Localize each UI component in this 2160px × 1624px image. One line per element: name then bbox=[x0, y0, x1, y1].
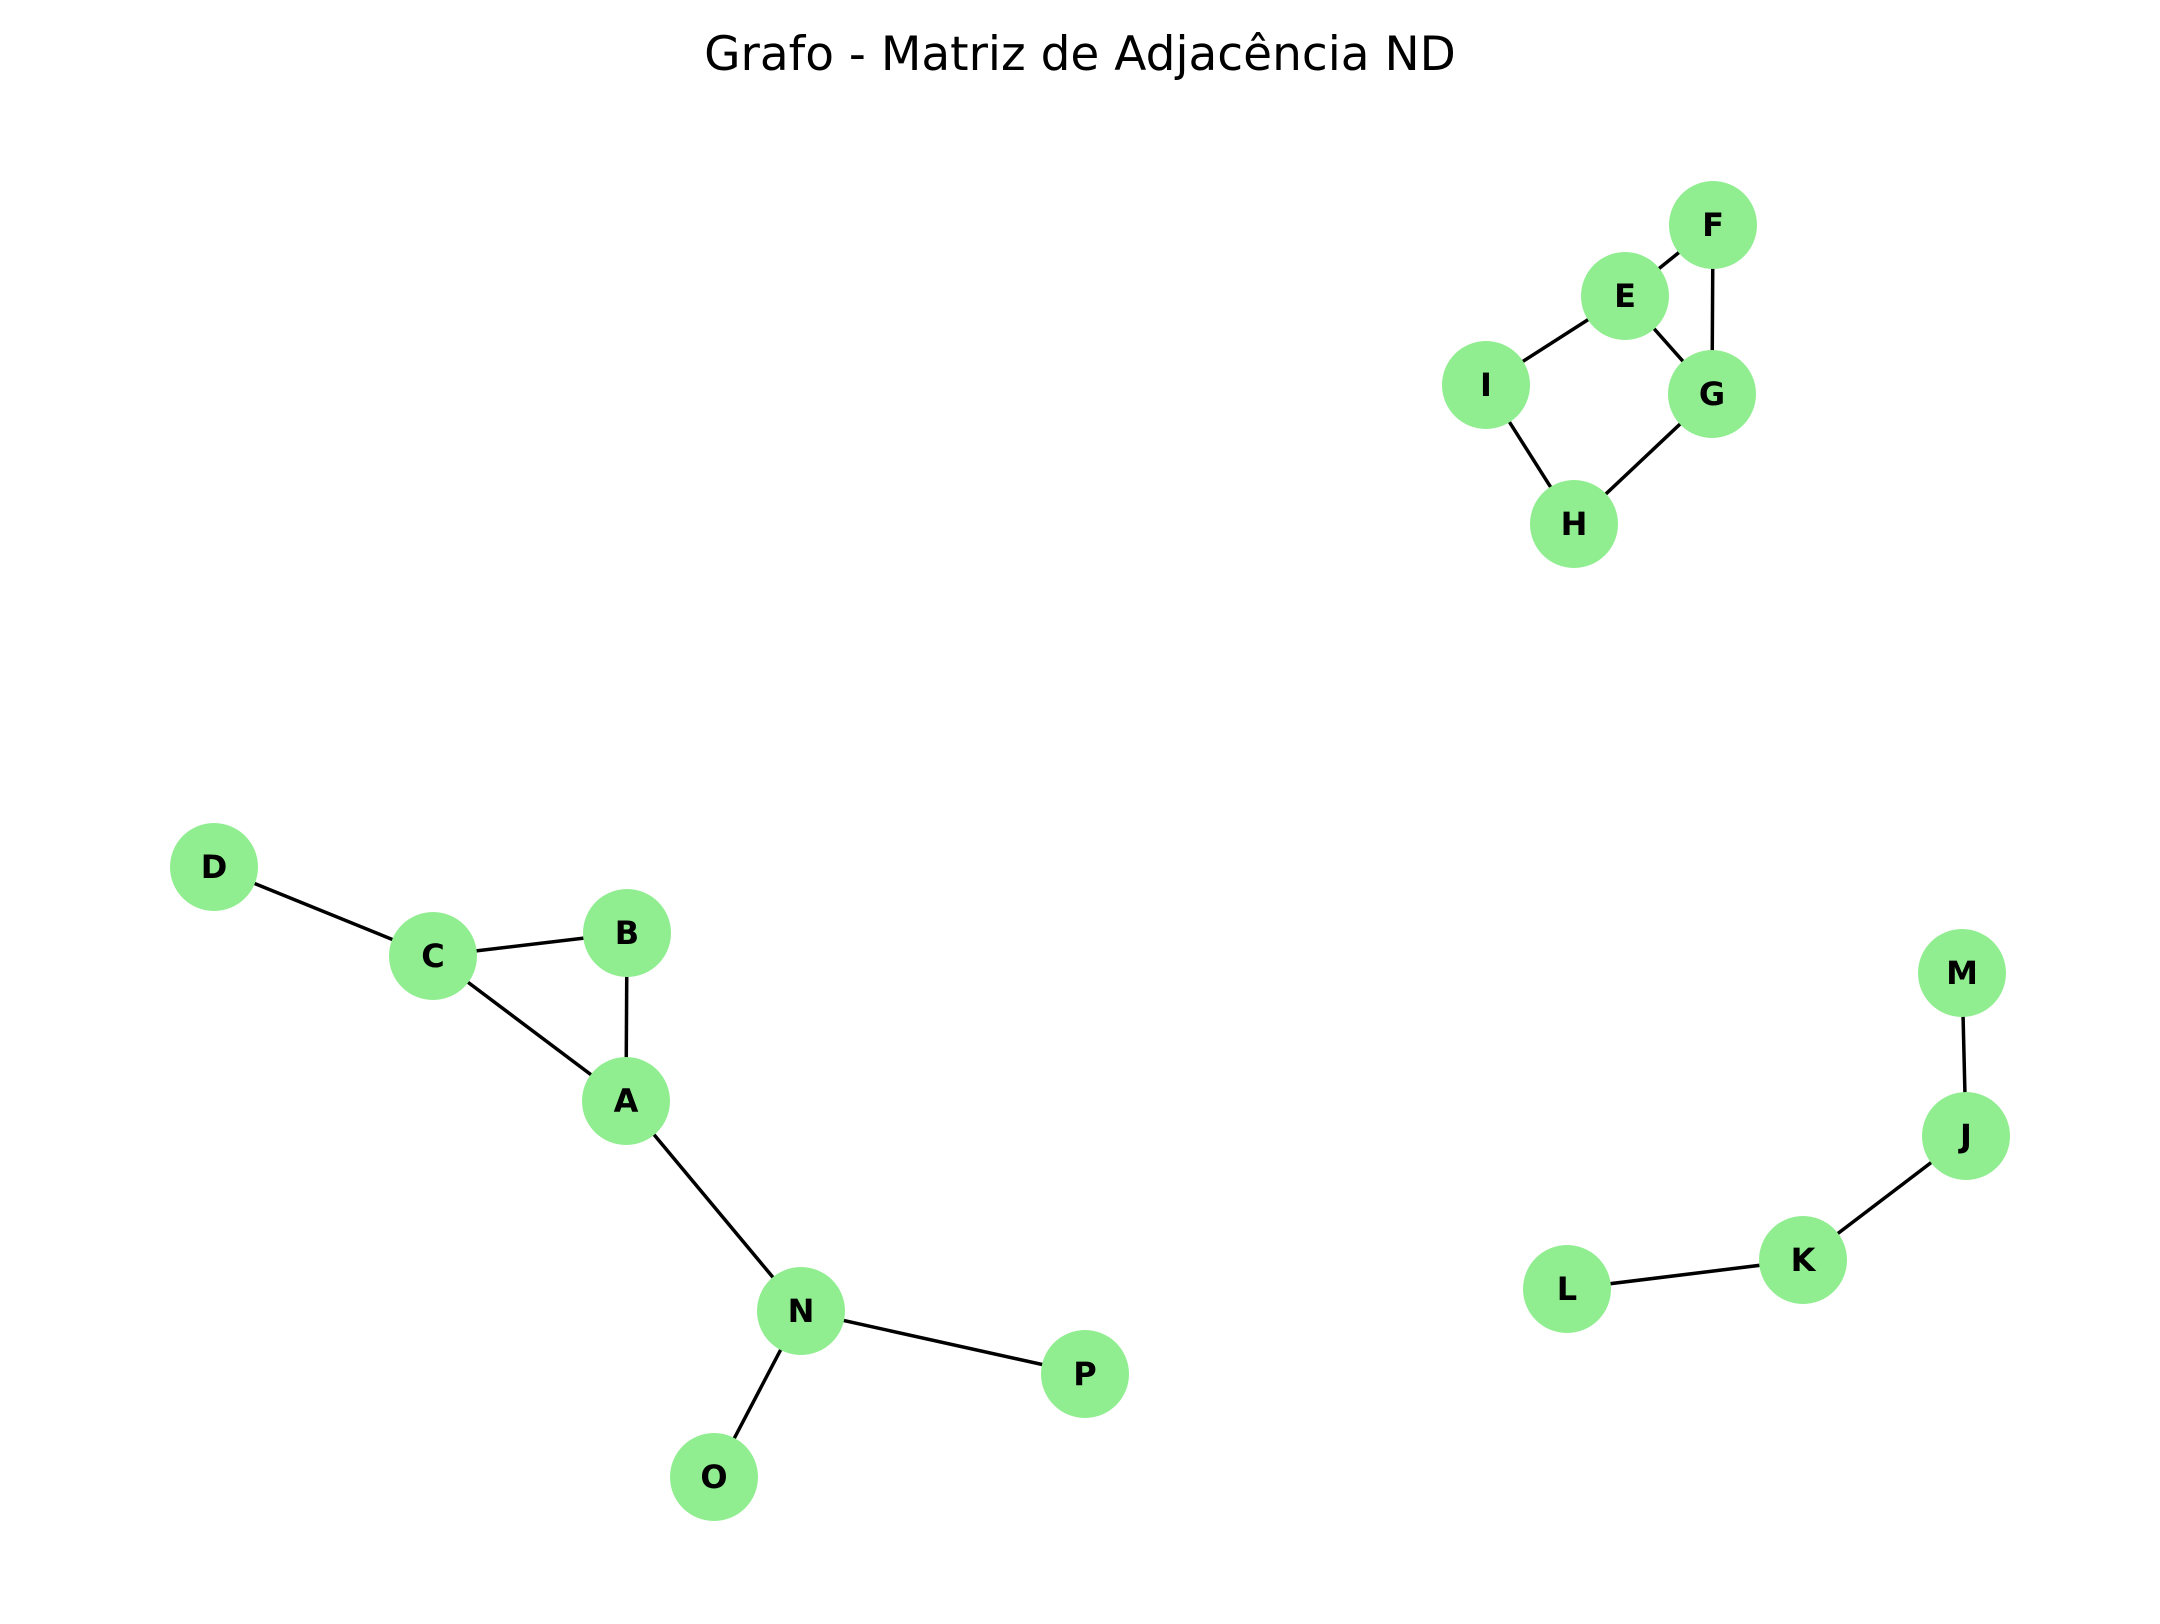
node-o: O bbox=[670, 1433, 758, 1521]
node-circle bbox=[1918, 929, 2006, 1017]
node-label: O bbox=[700, 1458, 727, 1496]
node-circle bbox=[1530, 480, 1618, 568]
node-label: K bbox=[1791, 1241, 1817, 1279]
node-n: N bbox=[757, 1267, 845, 1355]
node-d: D bbox=[170, 823, 258, 911]
node-f: F bbox=[1669, 181, 1757, 269]
node-circle bbox=[1041, 1330, 1129, 1418]
node-circle bbox=[1669, 181, 1757, 269]
node-label: D bbox=[201, 848, 228, 886]
node-label: I bbox=[1480, 366, 1492, 404]
node-circle bbox=[1668, 350, 1756, 438]
node-circle bbox=[583, 889, 671, 977]
node-j: J bbox=[1922, 1092, 2010, 1180]
node-label: A bbox=[614, 1082, 639, 1120]
node-circle bbox=[1442, 341, 1530, 429]
node-circle bbox=[1581, 252, 1669, 340]
node-label: M bbox=[1946, 954, 1978, 992]
node-circle bbox=[670, 1433, 758, 1521]
node-label: L bbox=[1557, 1270, 1577, 1308]
node-label: C bbox=[421, 937, 444, 975]
node-g: G bbox=[1668, 350, 1756, 438]
node-circle bbox=[582, 1057, 670, 1145]
node-e: E bbox=[1581, 252, 1669, 340]
node-label: G bbox=[1699, 375, 1725, 413]
node-circle bbox=[170, 823, 258, 911]
graph-title: Grafo - Matriz de Adjacência ND bbox=[704, 27, 1456, 82]
edge-a-n bbox=[624, 1099, 803, 1313]
node-label: P bbox=[1073, 1355, 1096, 1393]
node-h: H bbox=[1530, 480, 1618, 568]
node-p: P bbox=[1041, 1330, 1129, 1418]
node-b: B bbox=[583, 889, 671, 977]
node-l: L bbox=[1523, 1245, 1611, 1333]
edge-n-p bbox=[800, 1309, 1086, 1376]
node-label: N bbox=[788, 1292, 815, 1330]
node-k: K bbox=[1759, 1216, 1847, 1304]
node-circle bbox=[757, 1267, 845, 1355]
node-label: E bbox=[1614, 277, 1636, 315]
node-a: A bbox=[582, 1057, 670, 1145]
node-circle bbox=[389, 912, 477, 1000]
node-label: F bbox=[1702, 206, 1724, 244]
node-label: J bbox=[1958, 1117, 1972, 1155]
node-m: M bbox=[1918, 929, 2006, 1017]
node-circle bbox=[1759, 1216, 1847, 1304]
node-i: I bbox=[1442, 341, 1530, 429]
node-label: H bbox=[1561, 505, 1588, 543]
node-label: B bbox=[615, 914, 639, 952]
node-circle bbox=[1523, 1245, 1611, 1333]
node-c: C bbox=[389, 912, 477, 1000]
nodes-layer: A B C D E F G H I J K L M N O P bbox=[170, 181, 2010, 1521]
node-circle bbox=[1922, 1092, 2010, 1180]
